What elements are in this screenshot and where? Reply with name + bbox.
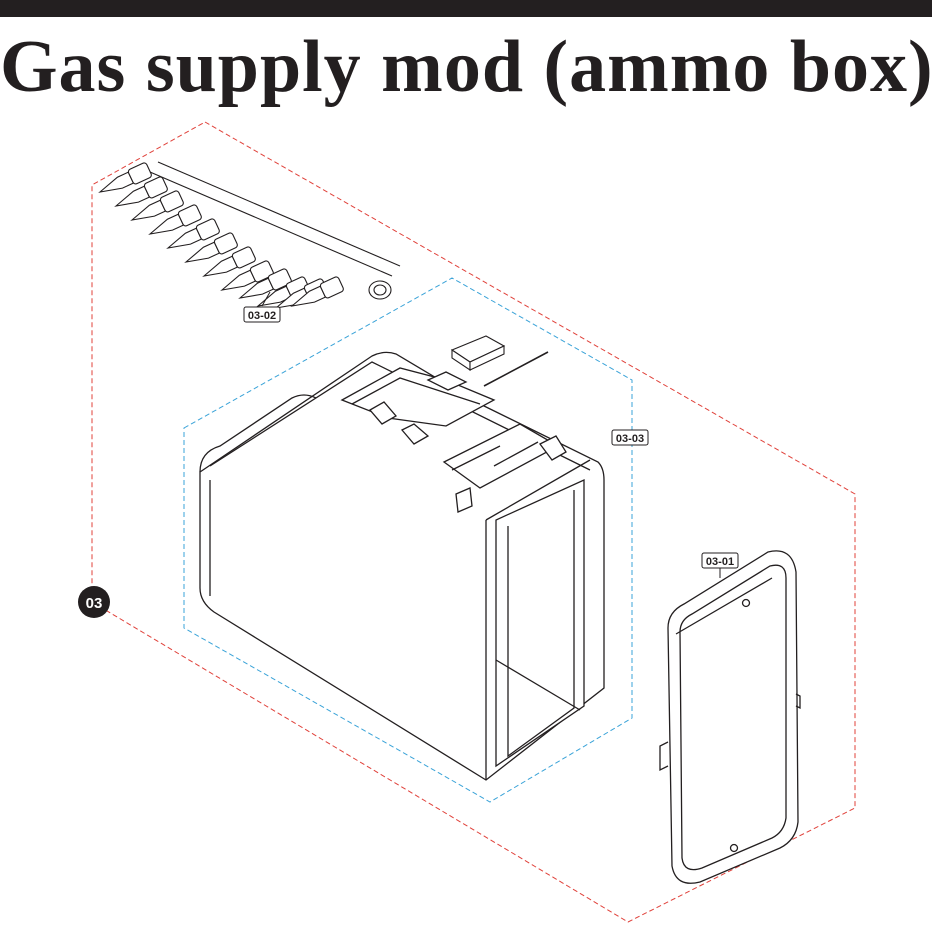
leader-03-02	[261, 291, 271, 307]
page-title: Gas supply mod (ammo box)	[0, 26, 932, 108]
svg-text:03-03: 03-03	[616, 433, 644, 445]
part-label-03-03: 03-03	[611, 429, 649, 446]
side-lid-part	[659, 550, 801, 884]
part-label-03-01: 03-01	[701, 552, 739, 569]
bullet-belt-part	[98, 161, 401, 309]
svg-text:03-01: 03-01	[706, 556, 734, 568]
subassembly-outline	[183, 277, 633, 803]
svg-text:03: 03	[86, 595, 103, 612]
ammo-box-body-part	[199, 351, 605, 781]
clip-part	[450, 335, 506, 372]
header-bar	[0, 0, 932, 17]
assembly-outline	[91, 121, 856, 923]
group-number-badge: 03	[78, 586, 110, 618]
svg-text:03-02: 03-02	[248, 310, 276, 322]
pin-part	[483, 351, 549, 387]
part-label-03-02: 03-02	[243, 306, 281, 323]
